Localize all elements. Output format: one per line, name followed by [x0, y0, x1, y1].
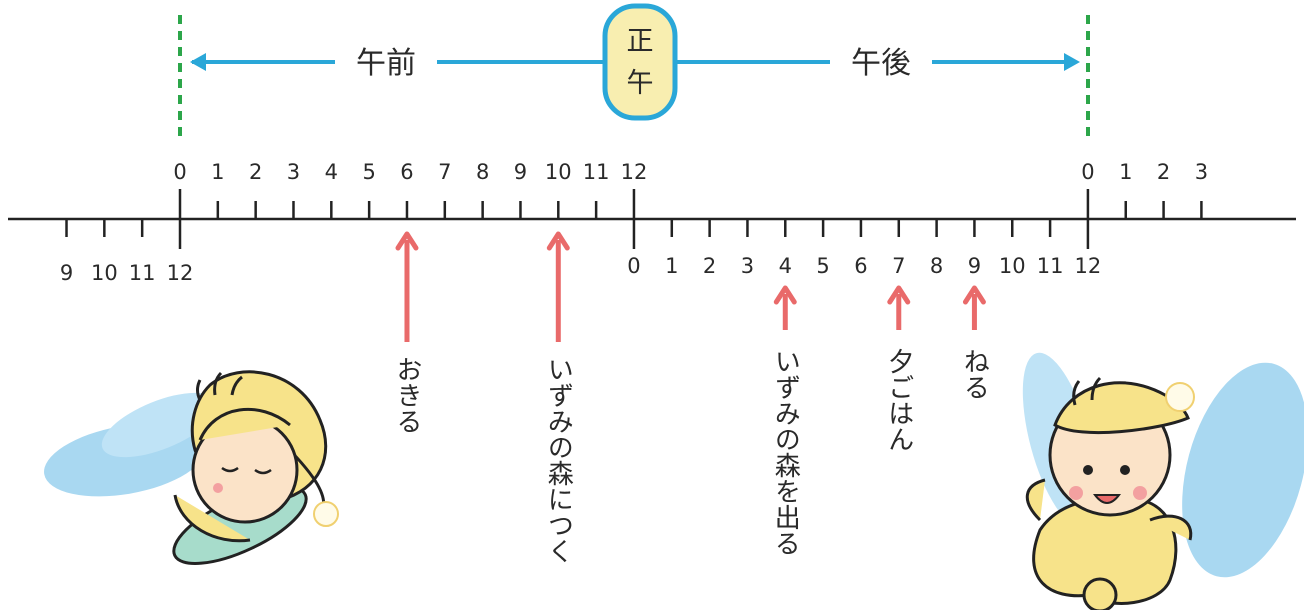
- lower-tick-label: 6: [854, 254, 867, 278]
- upper-tick-label: 1: [211, 160, 224, 184]
- upper-tick-label: 10: [545, 160, 572, 184]
- event-label: いずみの森につく: [543, 356, 573, 564]
- upper-tick-label: 6: [400, 160, 413, 184]
- upper-tick-label: 1: [1119, 160, 1132, 184]
- lower-tick-label: 9: [968, 254, 981, 278]
- upper-tick-label: 3: [1195, 160, 1208, 184]
- lower-tick-label: 7: [892, 254, 905, 278]
- upper-tick-label: 4: [325, 160, 338, 184]
- noon-label-char-1: 正: [627, 26, 654, 57]
- lower-tick-label: 3: [741, 254, 754, 278]
- timeline-ticks: [65, 189, 1203, 249]
- lower-tick-label: 1: [665, 254, 678, 278]
- upper-tick-label: 3: [287, 160, 300, 184]
- event-arrowhead-icon: [546, 231, 570, 251]
- upper-tick-label: 7: [438, 160, 451, 184]
- lower-tick-label: 4: [779, 254, 792, 278]
- sleeping-fairy-icon: [44, 370, 339, 565]
- noon-badge: [602, 3, 678, 121]
- event-arrowhead-icon: [773, 285, 797, 305]
- lower-tick-label: 12: [1075, 254, 1102, 278]
- event-label: いずみの森を出る: [770, 348, 800, 556]
- noon-label-char-2: 午: [627, 68, 654, 99]
- am-label: 午前: [356, 46, 416, 81]
- event-arrowhead-icon: [395, 231, 419, 251]
- event-arrowhead-icon: [962, 285, 986, 305]
- am-arrowhead-icon: [190, 53, 206, 71]
- lower-tick-label: 8: [930, 254, 943, 278]
- upper-tick-label: 12: [621, 160, 648, 184]
- upper-tick-label: 11: [583, 160, 610, 184]
- upper-tick-label: 8: [476, 160, 489, 184]
- period-header: 午前 午後 正 午: [178, 3, 1090, 140]
- lower-tick-label: 11: [1037, 254, 1064, 278]
- lower-tick-label: 0: [627, 254, 640, 278]
- event-label: おきる: [392, 356, 422, 434]
- lower-tick-label: 12: [167, 261, 194, 285]
- lower-tick-label: 10: [999, 254, 1026, 278]
- lower-tick-label: 9: [60, 261, 73, 285]
- upper-tick-label: 9: [514, 160, 527, 184]
- event-markers: おきる いずみの森につく いずみの森を出る 夕ごはん ねる: [392, 231, 989, 564]
- lower-tick-label: 2: [703, 254, 716, 278]
- pm-label: 午後: [851, 46, 911, 81]
- upper-tick-label: 0: [1081, 160, 1094, 184]
- lower-tick-label: 10: [91, 261, 118, 285]
- upper-tick-label: 5: [362, 160, 375, 184]
- lower-tick-label: 11: [129, 261, 156, 285]
- upper-tick-label: 0: [173, 160, 186, 184]
- upper-tick-label: 2: [249, 160, 262, 184]
- sitting-fairy-icon: [1022, 352, 1304, 610]
- upper-tick-label: 2: [1157, 160, 1170, 184]
- event-label: 夕ごはん: [884, 348, 914, 452]
- lower-tick-label: 5: [816, 254, 829, 278]
- event-arrowhead-icon: [887, 285, 911, 305]
- event-label: ねる: [959, 348, 989, 400]
- pm-arrowhead-icon: [1064, 53, 1080, 71]
